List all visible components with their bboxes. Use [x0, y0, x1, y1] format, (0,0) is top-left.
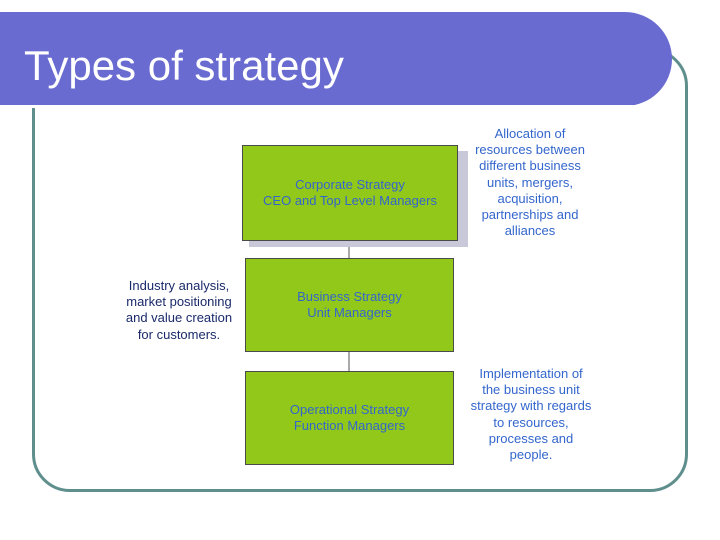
- business-strategy-box: Business Strategy Unit Managers: [245, 258, 454, 352]
- corporate-strategy-box: Corporate Strategy CEO and Top Level Man…: [242, 145, 458, 241]
- business-strategy-note: Industry analysis, market positioning an…: [125, 278, 233, 342]
- operational-strategy-note: Implementation of the business unit stra…: [470, 366, 592, 463]
- connector-business-operational: [348, 352, 350, 372]
- title-underline: [0, 105, 637, 108]
- business-strategy-managers: Unit Managers: [307, 305, 392, 320]
- operational-strategy-title: Operational Strategy: [289, 402, 410, 417]
- operational-strategy-managers: Function Managers: [293, 418, 406, 433]
- corporate-strategy-title: Corporate Strategy: [295, 177, 405, 192]
- title-bar: Types of strategy: [0, 12, 672, 108]
- corporate-strategy-managers: CEO and Top Level Managers: [263, 193, 437, 208]
- business-strategy-title: Business Strategy: [297, 289, 402, 304]
- connector-corporate-business: [348, 240, 350, 260]
- slide-title: Types of strategy: [24, 42, 344, 89]
- corporate-strategy-note: Allocation of resources between differen…: [475, 126, 585, 239]
- operational-strategy-box: Operational Strategy Function Managers: [245, 371, 454, 465]
